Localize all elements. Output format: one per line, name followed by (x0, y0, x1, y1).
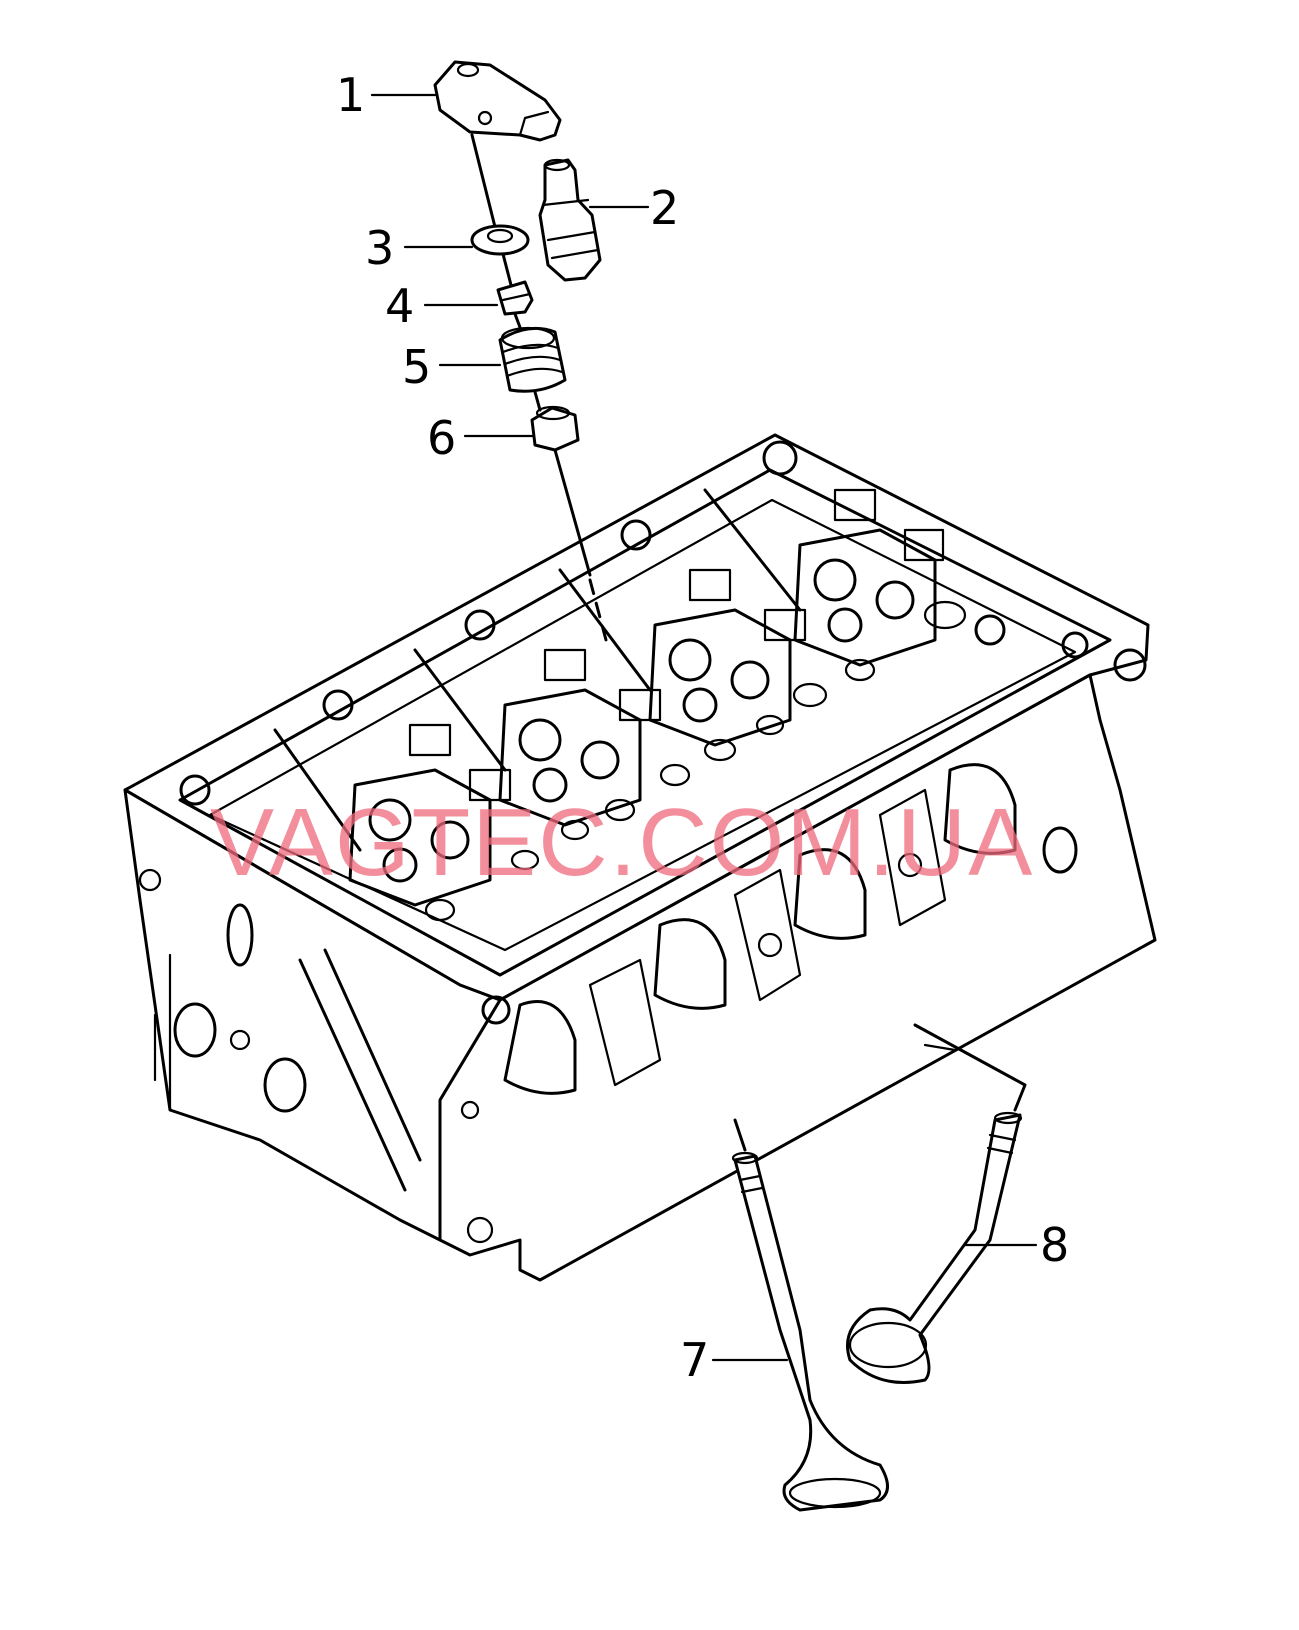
callout-7: 7 (680, 1333, 710, 1387)
callout-1: 1 (336, 68, 366, 122)
spring-retainer (470, 224, 530, 287)
leader-lines (370, 93, 1038, 1362)
valve-spring (498, 326, 567, 412)
exhaust-valve (846, 1023, 1027, 1384)
callout-2: 2 (650, 181, 680, 235)
callout-3: 3 (365, 221, 395, 275)
callout-4: 4 (385, 279, 415, 333)
callout-5: 5 (402, 340, 432, 394)
intake-valve (731, 1118, 889, 1512)
valve-cotter (496, 280, 534, 332)
callout-6: 6 (427, 411, 457, 465)
watermark-text: VAGTEC.COM.UA (210, 789, 1035, 896)
roller-rocker-arm (433, 60, 562, 237)
hydraulic-lifter (538, 158, 602, 282)
valve-stem-seal (530, 405, 608, 642)
cylinder-head (123, 433, 1157, 1282)
callout-8: 8 (1040, 1218, 1070, 1272)
